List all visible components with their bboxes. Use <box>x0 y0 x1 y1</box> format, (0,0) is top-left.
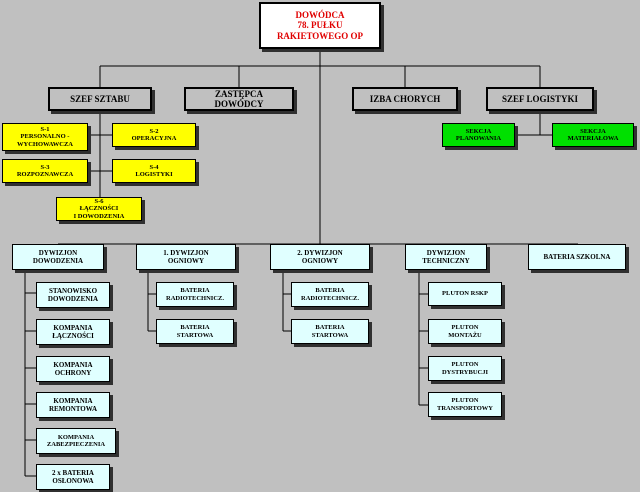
s3-line-1: S-3 <box>40 163 50 171</box>
tech-battalion-box: DYWIZJON TECHNICZNY <box>405 244 487 270</box>
commander-line-1: DOWÓDCA <box>295 9 345 20</box>
fire2-launch-battery-box: BATERIA STARTOWA <box>291 319 369 344</box>
school-battery-label: BATERIA SZKOLNA <box>543 252 611 261</box>
assembly-platoon-line-1: PLUTON <box>451 324 479 332</box>
fire-battalion-1-box: 1. DYWIZJON OGNIOWY <box>136 244 236 270</box>
s6-line-1: S-6 <box>94 197 104 205</box>
s2-line-2: OPERACYJNA <box>131 135 177 142</box>
s3-line-2: ROZPOZNAWCZA <box>16 171 74 178</box>
guard-company-line-1: KOMPANIA <box>53 360 93 369</box>
section-s1: S-1 PERSONALNO - WYCHOWAWCZA <box>2 123 88 151</box>
commander-line-2: 78. PUŁKU <box>297 20 343 31</box>
transport-platoon-box: PLUTON TRANSPORTOWY <box>428 392 502 417</box>
commander-box: DOWÓDCA 78. PUŁKU RAKIETOWEGO OP <box>259 2 381 49</box>
command-battalion-box: DYWIZJON DOWODZENIA <box>12 244 104 270</box>
s2-line-1: S-2 <box>149 127 159 135</box>
planning-line-2: PLANOWANIA <box>455 135 502 142</box>
command-battalion-line-2: DOWODZENIA <box>32 257 84 265</box>
chief-of-staff-label: SZEF SZTABU <box>70 93 130 104</box>
support-company-box: KOMPANIA ZABEZPIECZENIA <box>36 428 116 454</box>
planning-line-1: SEKCJA <box>465 127 492 135</box>
fire-battalion-1-line-1: 1. DYWIZJON <box>163 248 209 257</box>
transport-platoon-line-2: TRANSPORTOWY <box>437 404 493 412</box>
rskp-platoon-box: PLUTON RSKP <box>428 282 502 306</box>
s6-line-3: I DOWODZENIA <box>73 212 125 220</box>
assembly-platoon-box: PLUTON MONTAŻU <box>428 319 502 344</box>
transport-platoon-line-1: PLUTON <box>451 397 479 405</box>
assembly-platoon-line-2: MONTAŻU <box>448 331 482 339</box>
sick-room-box: IZBA CHORYCH <box>352 87 458 111</box>
cover-battery-box: 2 x BATERIA OSŁONOWA <box>36 464 110 490</box>
fire-battalion-1-line-2: OGNIOWY <box>167 257 205 265</box>
fire2-radar-line-1: BATERIA <box>315 287 345 295</box>
section-planning: SEKCJA PLANOWANIA <box>442 123 515 147</box>
signal-company-line-1: KOMPANIA <box>53 323 93 332</box>
fire2-radar-battery-box: BATERIA RADIOTECHNICZ. <box>291 282 369 307</box>
sick-room-label: IZBA CHORYCH <box>369 93 441 104</box>
fire1-radar-battery-box: BATERIA RADIOTECHNICZ. <box>156 282 234 307</box>
fire1-launch-line-2: STARTOWA <box>176 331 214 339</box>
fire2-launch-line-2: STARTOWA <box>311 331 349 339</box>
command-post-line-2: DOWODZENIA <box>47 295 99 303</box>
s1-line-3: WYCHOWAWCZA <box>17 140 73 148</box>
section-material: SEKCJA MATERIAŁOWA <box>552 123 634 147</box>
repair-company-box: KOMPANIA REMONTOWA <box>36 392 110 418</box>
chief-of-staff-box: SZEF SZTABU <box>48 87 152 111</box>
cover-battery-line-1: 2 x BATERIA <box>52 468 94 477</box>
repair-company-line-1: KOMPANIA <box>53 396 93 405</box>
distribution-platoon-line-1: PLUTON <box>451 361 479 369</box>
s1-line-2: PERSONALNO - <box>20 133 70 141</box>
fire-battalion-2-box: 2. DYWIZJON OGNIOWY <box>270 244 370 270</box>
signal-company-box: KOMPANIA ŁĄCZNOŚCI <box>36 319 110 345</box>
logistics-chief-label: SZEF LOGISTYKI <box>502 93 578 104</box>
s1-line-1: S-1 <box>40 125 50 133</box>
fire2-radar-line-2: RADIOTECHNICZ. <box>301 294 359 302</box>
distribution-platoon-box: PLUTON DYSTRYBUCJI <box>428 356 502 381</box>
fire2-launch-line-1: BATERIA <box>315 324 345 332</box>
fire1-launch-line-1: BATERIA <box>180 324 210 332</box>
deputy-line-1: ZASTĘPCA <box>214 88 263 99</box>
fire1-radar-line-1: BATERIA <box>180 287 210 295</box>
guard-company-line-2: OCHRONY <box>54 369 92 377</box>
command-post-line-1: STANOWISKO <box>48 286 98 295</box>
deputy-commander-box: ZASTĘPCA DOWÓDCY <box>184 87 294 111</box>
section-s6: S-6 ŁĄCZNOŚCI I DOWODZENIA <box>56 197 142 221</box>
rskp-platoon-line-1: PLUTON RSKP <box>442 290 488 298</box>
tech-battalion-line-1: DYWIZJON <box>426 248 466 257</box>
section-s3: S-3 ROZPOZNAWCZA <box>2 159 88 183</box>
s4-line-2: LOGISTYKI <box>135 171 173 178</box>
material-line-1: SEKCJA <box>580 127 606 135</box>
s6-line-2: ŁĄCZNOŚCI <box>79 205 119 213</box>
school-battery-box: BATERIA SZKOLNA <box>528 244 626 270</box>
deputy-line-2: DOWÓDCY <box>214 99 264 109</box>
repair-company-line-2: REMONTOWA <box>48 405 98 413</box>
fire1-launch-battery-box: BATERIA STARTOWA <box>156 319 234 344</box>
cover-battery-line-2: OSŁONOWA <box>52 477 94 485</box>
support-company-line-2: ZABEZPIECZENIA <box>46 441 106 448</box>
fire-battalion-2-line-2: OGNIOWY <box>301 257 339 265</box>
s4-line-1: S-4 <box>149 163 159 171</box>
section-s2: S-2 OPERACYJNA <box>112 123 196 147</box>
material-line-2: MATERIAŁOWA <box>567 135 619 142</box>
support-company-line-1: KOMPANIA <box>57 433 95 441</box>
commander-line-3: RAKIETOWEGO OP <box>276 30 364 41</box>
signal-company-line-2: ŁĄCZNOŚCI <box>52 332 94 340</box>
logistics-chief-box: SZEF LOGISTYKI <box>486 87 594 111</box>
distribution-platoon-line-2: DYSTRYBUCJI <box>441 368 488 376</box>
fire1-radar-line-2: RADIOTECHNICZ. <box>166 294 224 302</box>
command-battalion-line-1: DYWIZJON <box>38 248 78 257</box>
guard-company-box: KOMPANIA OCHRONY <box>36 356 110 382</box>
command-post-box: STANOWISKO DOWODZENIA <box>36 282 110 308</box>
section-s4: S-4 LOGISTYKI <box>112 159 196 183</box>
tech-battalion-line-2: TECHNICZNY <box>422 257 470 265</box>
fire-battalion-2-line-1: 2. DYWIZJON <box>297 248 343 257</box>
